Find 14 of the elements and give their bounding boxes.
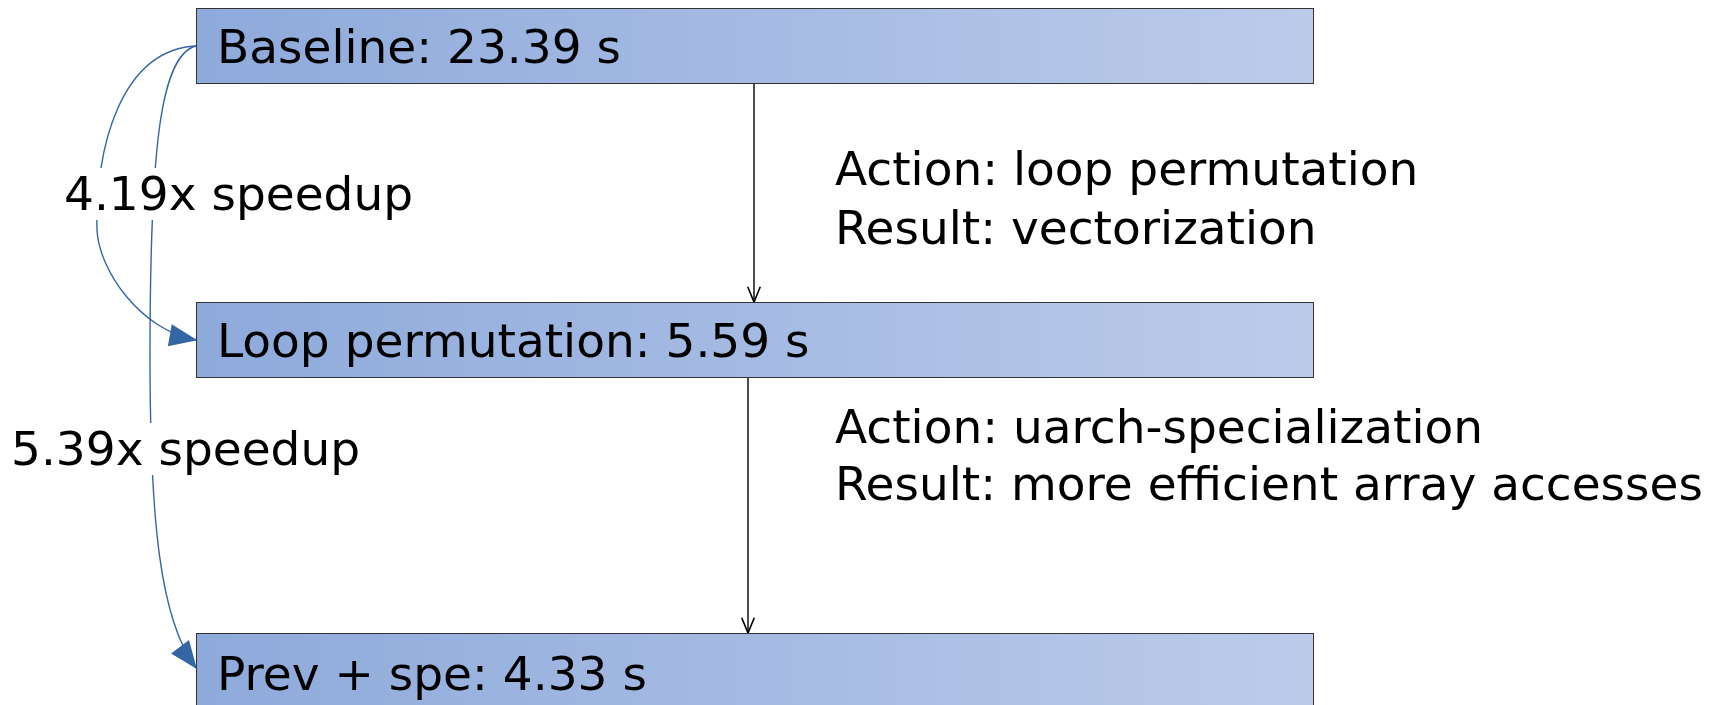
box-label: Loop permutation: 5.59 s — [217, 312, 810, 368]
annotation-text: Result: more efficient array accesses — [835, 456, 1703, 513]
annotation-text: Action: loop permutation — [835, 141, 1419, 198]
process-box — [196, 8, 1314, 84]
edge-label: 5.39x speedup — [11, 423, 360, 475]
edge-label: 4.19x speedup — [64, 168, 413, 220]
annotation-text: Result: vectorization — [835, 200, 1317, 257]
box-label: Prev + spe: 4.33 s — [217, 645, 647, 701]
process-box — [196, 633, 1314, 705]
process-box — [196, 302, 1314, 378]
annotation-text: Action: uarch-specialization — [835, 399, 1483, 456]
box-label: Baseline: 23.39 s — [217, 18, 622, 74]
arrow — [740, 377, 756, 634]
arrow — [746, 83, 762, 303]
